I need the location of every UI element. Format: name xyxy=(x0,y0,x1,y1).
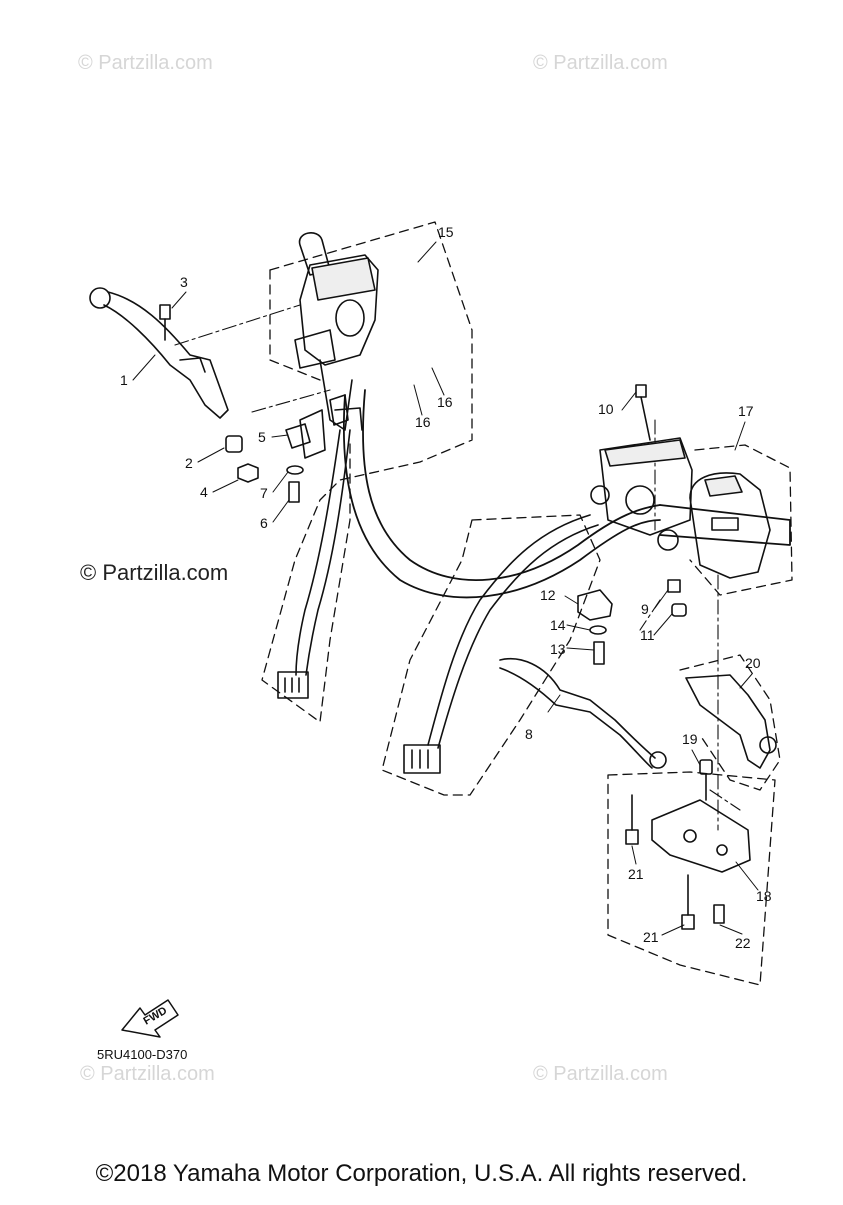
callout-20: 20 xyxy=(745,655,761,671)
callout-numbers: 1 2 3 4 5 6 7 8 9 10 11 12 13 14 15 16 1… xyxy=(120,224,772,951)
left-switch-housing xyxy=(294,232,379,459)
watermark-bottom-left: © Partzilla.com xyxy=(80,1063,215,1085)
callout-3: 3 xyxy=(180,274,188,290)
watermark-top-right: © Partzilla.com xyxy=(533,52,668,74)
right-switch-housing xyxy=(657,472,771,579)
diagram-code: 5RU4100-D370 xyxy=(97,1047,188,1062)
watermark-top-left: © Partzilla.com xyxy=(78,52,213,74)
right-small-parts xyxy=(577,579,687,665)
callout-22: 22 xyxy=(735,935,751,951)
callout-6: 6 xyxy=(260,515,268,531)
assembly-outlines xyxy=(261,221,793,986)
callout-7: 7 xyxy=(260,485,268,501)
callout-12: 12 xyxy=(540,587,556,603)
callout-9: 9 xyxy=(641,601,649,617)
callout-16b: 16 xyxy=(415,414,431,430)
center-wire-harness xyxy=(403,514,599,774)
leader-chains xyxy=(174,304,741,831)
brake-lever xyxy=(499,658,667,769)
left-wire-harness xyxy=(277,429,351,699)
callout-21a: 21 xyxy=(628,866,644,882)
bolt-3 xyxy=(159,304,171,341)
callout-2: 2 xyxy=(185,455,193,471)
lever-holder xyxy=(685,674,777,769)
callout-18: 18 xyxy=(756,888,772,904)
master-cylinder xyxy=(590,384,693,536)
callout-14: 14 xyxy=(550,617,566,633)
callout-16a: 16 xyxy=(437,394,453,410)
callout-4: 4 xyxy=(200,484,208,500)
callout-17: 17 xyxy=(738,403,754,419)
callout-1: 1 xyxy=(120,372,128,388)
copyright-notice: ©2018 Yamaha Motor Corporation, U.S.A. A… xyxy=(95,1160,748,1187)
watermark-bottom-right: © Partzilla.com xyxy=(533,1063,668,1085)
left-small-parts xyxy=(225,423,311,503)
callout-21b: 21 xyxy=(643,929,659,945)
callout-5: 5 xyxy=(258,429,266,445)
callout-15: 15 xyxy=(438,224,454,240)
fwd-arrow: FWD xyxy=(121,999,179,1038)
bolts-bottom xyxy=(625,794,725,930)
handlebar xyxy=(342,389,791,599)
watermark-mid-left: © Partzilla.com xyxy=(80,560,229,585)
clutch-lever xyxy=(89,287,229,419)
callout-13: 13 xyxy=(550,641,566,657)
callout-leaders xyxy=(132,241,759,936)
callout-10: 10 xyxy=(598,401,614,417)
callout-11: 11 xyxy=(640,627,655,643)
callout-19: 19 xyxy=(682,731,698,747)
callout-8: 8 xyxy=(525,726,533,742)
mount-bracket xyxy=(651,759,751,873)
